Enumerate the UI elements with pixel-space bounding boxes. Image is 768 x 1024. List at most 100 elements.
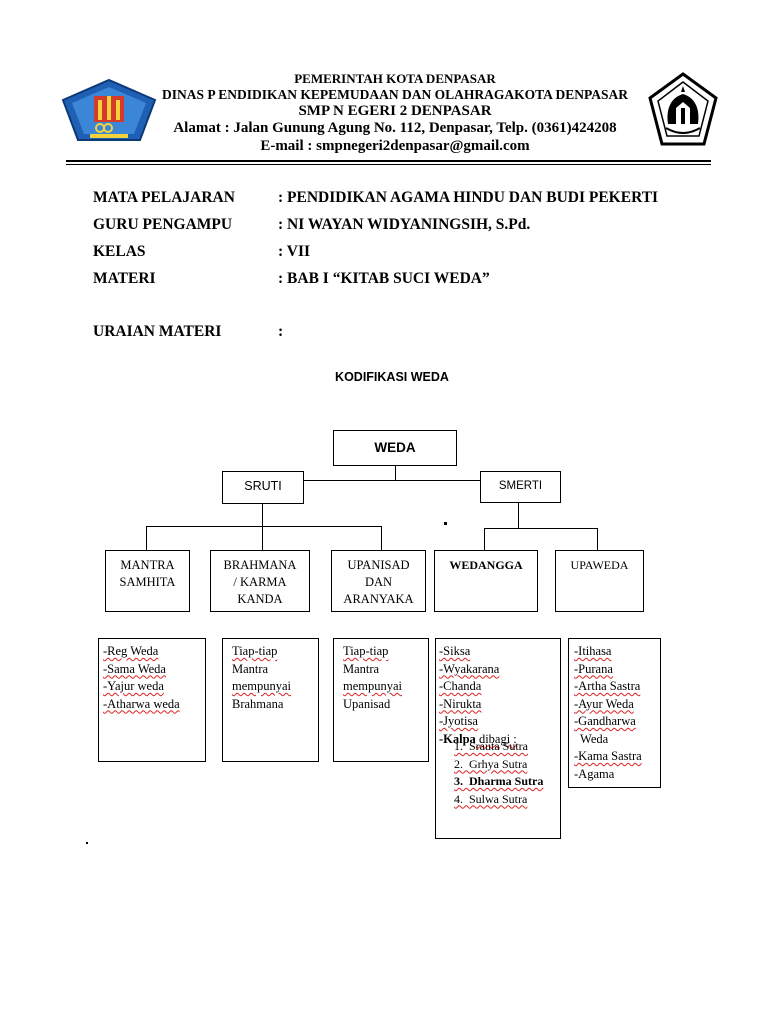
kalpa-suffix: dibagi :: [475, 731, 517, 746]
text-line: Tiap-tiap: [343, 643, 402, 661]
list-item: -Itihasa: [574, 643, 642, 661]
list-item-text: -Atharwa weda: [103, 696, 180, 711]
header-school-name: SMP N EGERI 2 DENPASAR: [298, 103, 492, 119]
list-item: -Reg Weda: [103, 643, 180, 661]
kalpa-list: 1. Srauta Sutra 2. Grhya Sutra 3. Dharma…: [454, 738, 543, 808]
list-item-text: 1. Srauta Sutra: [454, 739, 528, 753]
header-department: DINAS P ENDIDIKAN KEPEMUDAAN DAN OLAHRAG…: [161, 87, 629, 102]
text-line-content: Mantra: [343, 661, 380, 676]
connector-upanisad-drop: [381, 526, 382, 550]
material-label: MATERI: [93, 270, 156, 287]
node-sruti-label: SRUTI: [244, 479, 282, 493]
node-mantra-samhita: MANTRA SAMHITA: [105, 550, 190, 612]
list-item: -Ayur Weda: [574, 696, 642, 714]
connector-level1-bar: [262, 480, 520, 481]
wedangga-list: -Siksa -Wyakarana -Chanda -Nirukta -Jyot…: [439, 643, 517, 748]
box-upanisad-text: Tiap-tiap Mantra mempunyai Upanisad: [333, 638, 429, 762]
node-upanisad: UPANISAD DAN ARANYAKA: [331, 550, 426, 612]
text-line: Mantra: [343, 661, 402, 679]
connector-smerti-bar: [484, 528, 598, 529]
uraian-value: :: [278, 323, 284, 340]
connector-upaweda-drop: [597, 528, 598, 550]
class-value: : VII: [278, 243, 311, 260]
school-emblem-icon: [648, 72, 718, 146]
list-item-text: -Wyakarana: [439, 661, 500, 676]
list-item: -Agama: [574, 766, 642, 784]
node-sruti: SRUTI: [222, 471, 304, 504]
node-upanisad-label: UPANISAD DAN ARANYAKA: [343, 558, 414, 606]
node-weda-label: WEDA: [374, 440, 416, 455]
list-item-text: -Reg Weda: [103, 644, 159, 658]
node-weda: WEDA: [333, 430, 457, 466]
box-wedangga-list: -Siksa -Wyakarana -Chanda -Nirukta -Jyot…: [435, 638, 561, 839]
node-wedangga-label: WEDANGGA: [449, 558, 523, 572]
node-mantra-samhita-label: MANTRA SAMHITA: [119, 558, 176, 589]
list-item-text: -Agama: [574, 766, 615, 781]
stray-mark: [444, 522, 447, 525]
subject-label: MATA PELAJARAN: [93, 189, 235, 206]
text-line-content: Upanisad: [343, 696, 391, 711]
connector-sruti-stem: [262, 504, 263, 526]
node-upaweda-label: UPAWEDA: [570, 558, 629, 572]
list-item: -Nirukta: [439, 696, 517, 714]
list-item: 2. Grhya Sutra: [454, 756, 543, 774]
list-item-text: 3. Dharma Sutra: [454, 774, 544, 788]
list-item: 1. Srauta Sutra: [454, 738, 543, 756]
node-brahmana-label: BRAHMANA / KARMA KANDA: [223, 558, 297, 606]
node-smerti: SMERTI: [480, 471, 561, 503]
text-line-content: mempunyai: [232, 679, 292, 693]
list-item-text: -Ayur Weda: [574, 696, 634, 711]
text-line: Mantra: [232, 661, 291, 679]
text-line: mempunyai: [232, 678, 291, 696]
connector-mantra-drop: [146, 526, 147, 550]
node-brahmana: BRAHMANA / KARMA KANDA: [210, 550, 310, 612]
text-line-content: Brahmana: [232, 696, 284, 711]
list-item-text: Weda: [574, 731, 609, 746]
list-item: -Atharwa weda: [103, 696, 180, 714]
list-item: Weda: [574, 731, 642, 749]
node-wedangga: WEDANGGA: [434, 550, 538, 612]
header-divider-thin: [66, 164, 711, 165]
list-item: -Siksa: [439, 643, 517, 661]
list-item: -Jyotisa: [439, 713, 517, 731]
list-item: -Wyakarana: [439, 661, 517, 679]
text-line-content: Mantra: [232, 661, 269, 676]
text-line: Brahmana: [232, 696, 291, 714]
list-item-text: -Sama Weda: [103, 661, 166, 676]
list-item: 4. Sulwa Sutra: [454, 791, 543, 809]
header-email: E-mail : smpnegeri2denpasar@gmail.com: [260, 138, 530, 154]
list-item: 3. Dharma Sutra: [454, 773, 543, 791]
list-item: -Gandharwa: [574, 713, 642, 731]
kalpa-heading: -Kalpa dibagi :: [439, 731, 517, 749]
subject-value: : PENDIDIKAN AGAMA HINDU DAN BUDI PEKERT…: [278, 189, 659, 206]
list-item: -Purana: [574, 661, 642, 679]
node-smerti-label: SMERTI: [498, 480, 543, 492]
material-value: : BAB I “KITAB SUCI WEDA”: [278, 270, 490, 287]
list-item-text: 2. Grhya Sutra: [454, 756, 528, 771]
list-item-text: -Yajur weda: [103, 679, 164, 693]
connector-smerti-stem: [518, 502, 519, 528]
list-item: -Kama Sastra: [574, 748, 642, 766]
connector-wedangga-drop: [484, 528, 485, 550]
text-line-content: mempunyai: [343, 679, 403, 693]
list-item-text: -Nirukta: [439, 696, 482, 711]
text-line: Tiap-tiap: [232, 643, 291, 661]
list-item: -Artha Sastra: [574, 678, 642, 696]
list-item-text: -Purana: [574, 661, 613, 676]
node-upaweda: UPAWEDA: [555, 550, 644, 612]
header-address: Alamat : Jalan Gunung Agung No. 112, Den…: [173, 120, 617, 136]
upaweda-list: -Itihasa -Purana -Artha Sastra -Ayur Wed…: [574, 643, 642, 783]
header-divider-thick: [66, 160, 711, 162]
header-government: PEMERINTAH KOTA DENPASAR: [294, 71, 496, 86]
teacher-label: GURU PENGAMPU: [93, 216, 233, 233]
diagram-title: KODIFIKASI WEDA: [335, 370, 449, 384]
list-item: -Yajur weda: [103, 678, 180, 696]
text-line: mempunyai: [343, 678, 402, 696]
list-item: -Sama Weda: [103, 661, 180, 679]
teacher-value: : NI WAYAN WIDYANINGSIH, S.Pd.: [278, 216, 531, 233]
brahmana-text: Tiap-tiap Mantra mempunyai Brahmana: [232, 643, 291, 713]
list-item-text: -Chanda: [439, 679, 482, 693]
kalpa-label: -Kalpa: [439, 731, 476, 746]
list-item-text: 4. Sulwa Sutra: [454, 791, 528, 806]
stray-dot: [86, 842, 88, 844]
